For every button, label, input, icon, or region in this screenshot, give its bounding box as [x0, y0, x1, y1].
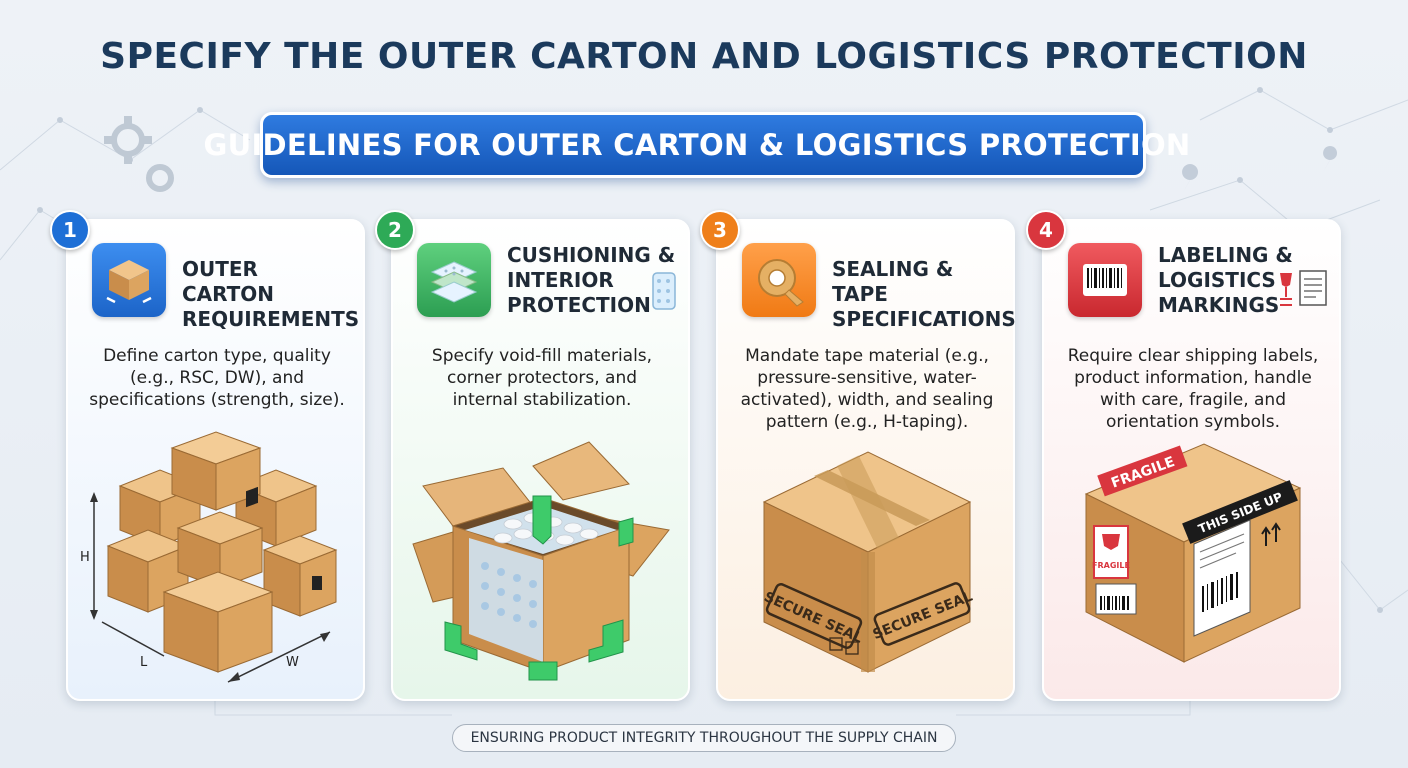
card-cushioning: 2 CUSHIONING & INTERIOR PROTECTION Speci…: [375, 210, 690, 701]
banner-label: GUIDELINES FOR OUTER CARTON & LOGISTICS …: [203, 128, 1191, 162]
open-box-illustration: [412, 441, 670, 681]
card-description: Define carton type, quality (e.g., RSC, …: [89, 346, 345, 410]
step-number-badge: 3: [700, 210, 740, 250]
sealed-box-illustration: SECURE SEAL SECURE SEAL: [762, 451, 975, 673]
labeled-box-illustration: FRAGILE THIS SIDE UP FRAGILE: [1084, 443, 1302, 663]
carton-icon: [92, 243, 166, 317]
tape-roll-icon: [742, 243, 816, 317]
cushion-layers-icon: [417, 243, 491, 317]
bubble-wrap-roll-icon: [652, 272, 676, 310]
card-title: LABELING & LOGISTICS MARKINGS: [1158, 243, 1293, 317]
barcode-icon: [1068, 243, 1142, 317]
width-label: W: [286, 655, 299, 670]
step-number-badge: 4: [1026, 210, 1066, 250]
fragile-document-icon: [1280, 270, 1327, 306]
card-outer-carton: 1 OUTER CARTON REQUIREMENTS Define carto…: [50, 210, 365, 701]
guidelines-banner: GUIDELINES FOR OUTER CARTON & LOGISTICS …: [204, 112, 1190, 178]
step-number-badge: 1: [50, 210, 90, 250]
card-description: Mandate tape material (e.g., pressure-se…: [740, 346, 994, 432]
card-labeling: 4 LABELING & LOGISTICS MARKINGS Require …: [1026, 210, 1341, 701]
card-sealing: 3 SEALING & TAPE SPECIFICATIONS Mandate …: [700, 210, 1016, 701]
small-fragile-label: FRAGILE: [1092, 561, 1130, 570]
card-description: Specify void-fill materials, corner prot…: [431, 346, 653, 410]
footer-tagline: ENSURING PRODUCT INTEGRITY THROUGHOUT TH…: [452, 724, 956, 752]
page-title: SPECIFY THE OUTER CARTON AND LOGISTICS P…: [100, 36, 1308, 77]
card-description: Require clear shipping labels, product i…: [1067, 346, 1319, 432]
length-label: L: [140, 655, 148, 670]
card-title: OUTER CARTON REQUIREMENTS: [182, 257, 360, 331]
card-title: CUSHIONING & INTERIOR PROTECTION: [507, 243, 676, 317]
card-title: SEALING & TAPE SPECIFICATIONS: [832, 257, 1016, 331]
gear-icon: [111, 123, 174, 192]
step-number-badge: 2: [375, 210, 415, 250]
stacked-cartons-illustration: H L W: [80, 431, 338, 683]
height-label: H: [80, 550, 90, 565]
